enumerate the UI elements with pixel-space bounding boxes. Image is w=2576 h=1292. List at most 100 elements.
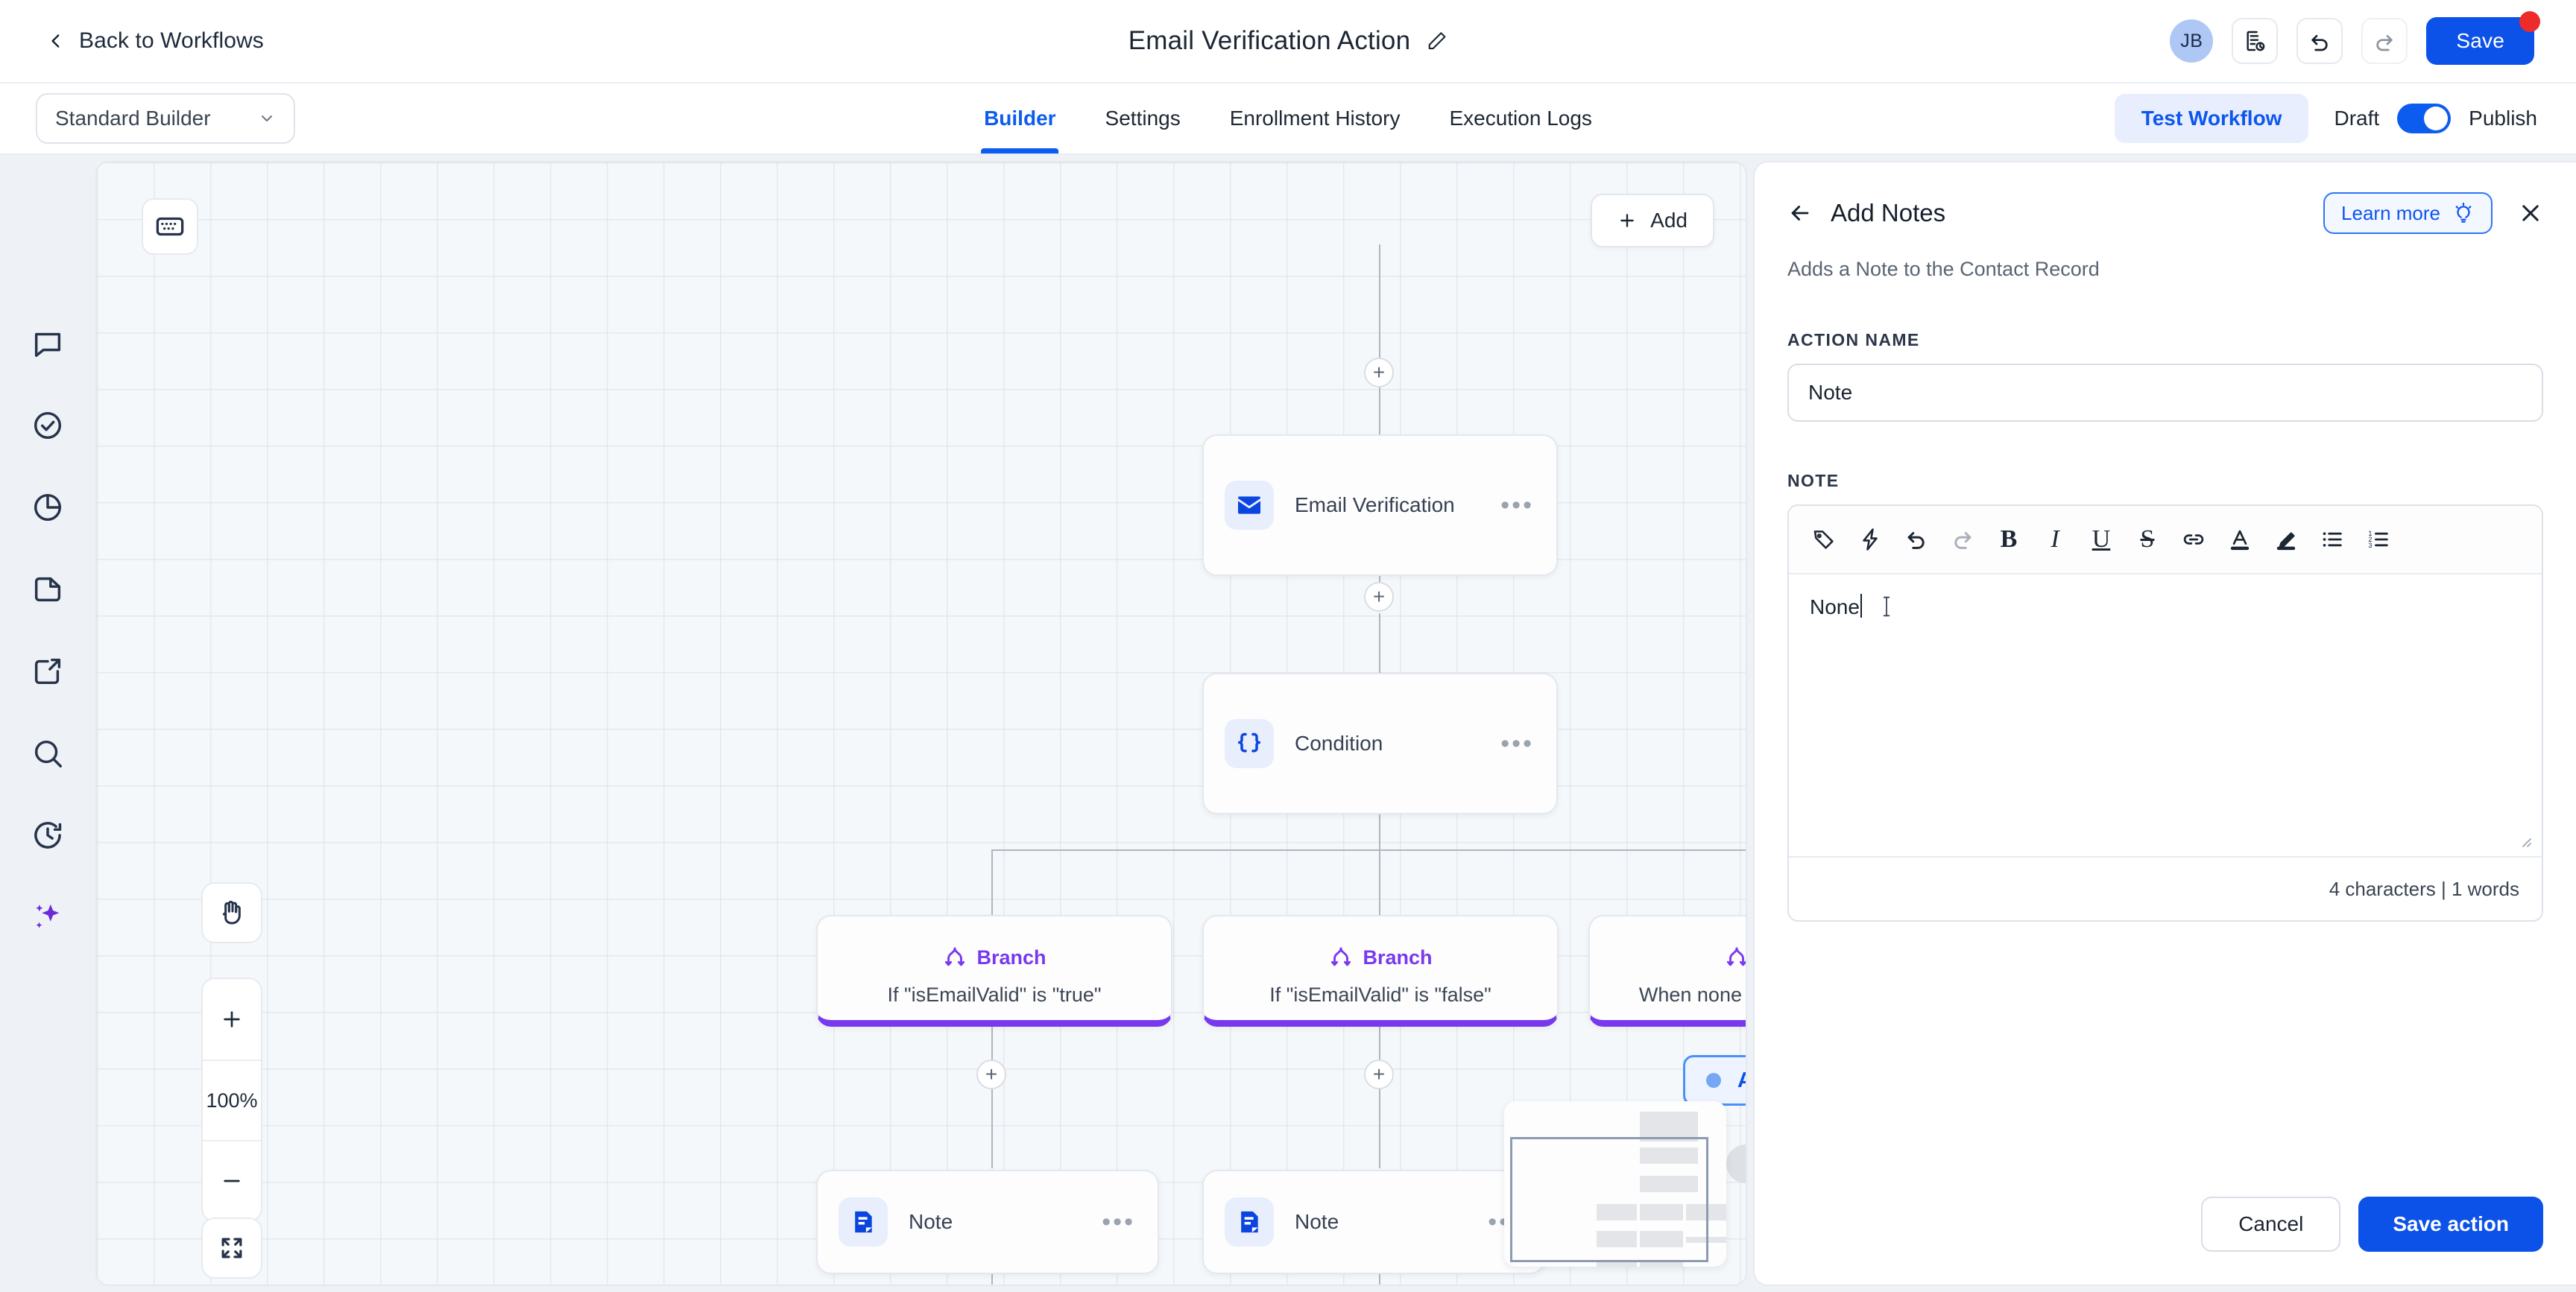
add-step-button[interactable]: Add: [1591, 194, 1714, 247]
workflow-canvas[interactable]: Add + + + + +: [95, 161, 1747, 1286]
tab-execution-logs[interactable]: Execution Logs: [1446, 83, 1594, 153]
action-name-label: ACTION NAME: [1787, 330, 1920, 349]
back-to-workflows-link[interactable]: Back to Workflows: [46, 28, 264, 54]
tab-builder[interactable]: Builder: [981, 83, 1060, 153]
add-notes-chip[interactable]: Add Notes: [1683, 1055, 1746, 1106]
note-text-value: None: [1810, 595, 1860, 618]
tab-bar: Builder Settings Enrollment History Exec…: [981, 83, 1595, 153]
branch-title: Branch: [1363, 946, 1433, 969]
branch-card-none[interactable]: None When none of the conditions: [1588, 915, 1746, 1027]
connector-line: [1379, 1027, 1380, 1168]
minimap-node: [1640, 1231, 1683, 1247]
branch-header: Branch: [1328, 945, 1433, 970]
external-link-icon[interactable]: [31, 654, 65, 688]
keyboard-shortcuts-button[interactable]: [142, 198, 198, 255]
clock-history-icon[interactable]: [31, 818, 65, 852]
text-cursor-icon: [1883, 596, 1890, 617]
tab-enrollment-history[interactable]: Enrollment History: [1227, 83, 1404, 153]
panel-footer: Cancel Save action: [1755, 1197, 2576, 1285]
insert-step-plus[interactable]: +: [1364, 1060, 1394, 1089]
sparkle-icon[interactable]: [31, 900, 65, 934]
bullet-list-button[interactable]: [2309, 516, 2355, 563]
pie-chart-icon[interactable]: [31, 490, 65, 525]
note-textarea[interactable]: None: [1789, 574, 2542, 856]
learn-more-label: Learn more: [2341, 201, 2440, 224]
arrow-left-icon[interactable]: [1787, 200, 1813, 226]
zoom-out-button[interactable]: [203, 1140, 261, 1220]
insert-step-plus[interactable]: +: [1364, 582, 1394, 612]
minimap-node: [1640, 1147, 1698, 1164]
editor-redo-button[interactable]: [1939, 516, 1986, 563]
strikethrough-button[interactable]: S: [2124, 516, 2171, 563]
node-note-left[interactable]: Note •••: [816, 1170, 1159, 1274]
node-menu-button[interactable]: •••: [1500, 490, 1534, 519]
minus-icon: [224, 1179, 240, 1182]
bold-button[interactable]: B: [1986, 516, 2032, 563]
node-label: Note: [1295, 1210, 1339, 1233]
file-icon[interactable]: [31, 572, 65, 607]
lightning-bolt-icon: [1863, 528, 1878, 551]
save-button[interactable]: Save: [2426, 11, 2540, 65]
branch-card-false[interactable]: Branch If "isEmailValid" is "false": [1202, 915, 1559, 1027]
close-icon[interactable]: [2518, 200, 2543, 226]
tag-icon-button[interactable]: [1801, 516, 1847, 563]
publish-toggle-group: Draft Publish: [2334, 104, 2537, 133]
canvas-minimap[interactable]: [1504, 1101, 1726, 1267]
branch-subtitle: If "isEmailValid" is "false": [1269, 984, 1491, 1006]
pan-tool-button[interactable]: [201, 882, 262, 943]
avatar[interactable]: JB: [2170, 19, 2214, 63]
editor-undo-button[interactable]: [1893, 516, 1939, 563]
link-button[interactable]: [2171, 516, 2217, 563]
node-email-verification[interactable]: Email Verification •••: [1202, 434, 1558, 576]
comment-icon[interactable]: [31, 326, 65, 361]
learn-more-button[interactable]: Learn more: [2323, 192, 2493, 234]
add-step-label: Add: [1650, 209, 1688, 232]
lightning-bolt-icon-button[interactable]: [1847, 516, 1893, 563]
envelope-icon: [1238, 496, 1260, 514]
braces-icon: [1237, 732, 1261, 753]
document-title-group: Email Verification Action: [1128, 26, 1448, 56]
node-condition[interactable]: Condition •••: [1202, 673, 1558, 814]
branch-subtitle: When none of the conditions: [1638, 984, 1746, 1006]
insert-step-plus[interactable]: +: [976, 1060, 1006, 1089]
publish-toggle[interactable]: [2397, 104, 2452, 133]
redo-button[interactable]: [2361, 18, 2408, 64]
connector-line: [991, 1027, 993, 1168]
undo-button[interactable]: [2296, 18, 2343, 64]
minimap-node: [1640, 1261, 1683, 1267]
italic-button[interactable]: I: [2032, 516, 2078, 563]
panel-description: Adds a Note to the Contact Record: [1787, 258, 2100, 280]
underline-button[interactable]: U: [2078, 516, 2124, 563]
test-workflow-button[interactable]: Test Workflow: [2114, 94, 2309, 143]
resize-grip-icon[interactable]: [2516, 832, 2534, 850]
node-note-middle[interactable]: Note •••: [1202, 1170, 1545, 1274]
branch-card-true[interactable]: Branch If "isEmailValid" is "true": [816, 915, 1172, 1027]
zoom-in-button[interactable]: [203, 979, 261, 1060]
insert-step-plus[interactable]: +: [1364, 358, 1394, 387]
node-label: Note: [909, 1210, 953, 1233]
highlighter-button[interactable]: [2263, 516, 2309, 563]
cancel-button[interactable]: Cancel: [2201, 1197, 2341, 1252]
pencil-icon[interactable]: [1425, 30, 1448, 52]
highlighter-icon: [2276, 532, 2296, 551]
builder-mode-select[interactable]: Standard Builder: [36, 93, 295, 144]
node-menu-button[interactable]: •••: [1102, 1207, 1135, 1236]
tab-settings[interactable]: Settings: [1102, 83, 1184, 153]
test-workflow-label: Test Workflow: [2141, 107, 2282, 130]
check-circle-icon[interactable]: [31, 408, 65, 443]
svg-text:1: 1: [2368, 530, 2372, 537]
save-action-button[interactable]: Save action: [2358, 1197, 2543, 1252]
top-bar-actions: JB Save: [2170, 11, 2540, 65]
action-name-input[interactable]: [1787, 364, 2543, 422]
version-history-button[interactable]: [2232, 18, 2279, 64]
text-color-button[interactable]: [2217, 516, 2263, 563]
fit-to-screen-button[interactable]: [201, 1217, 262, 1279]
search-icon[interactable]: [31, 736, 65, 770]
canvas-wrapper: Add + + + + +: [95, 155, 1753, 1292]
node-menu-button[interactable]: •••: [1500, 729, 1534, 758]
minimap-viewport[interactable]: [1510, 1137, 1708, 1262]
chevron-down-icon: [262, 115, 272, 121]
branch-header: None: [1724, 945, 1746, 970]
branch-header: Branch: [942, 945, 1046, 970]
